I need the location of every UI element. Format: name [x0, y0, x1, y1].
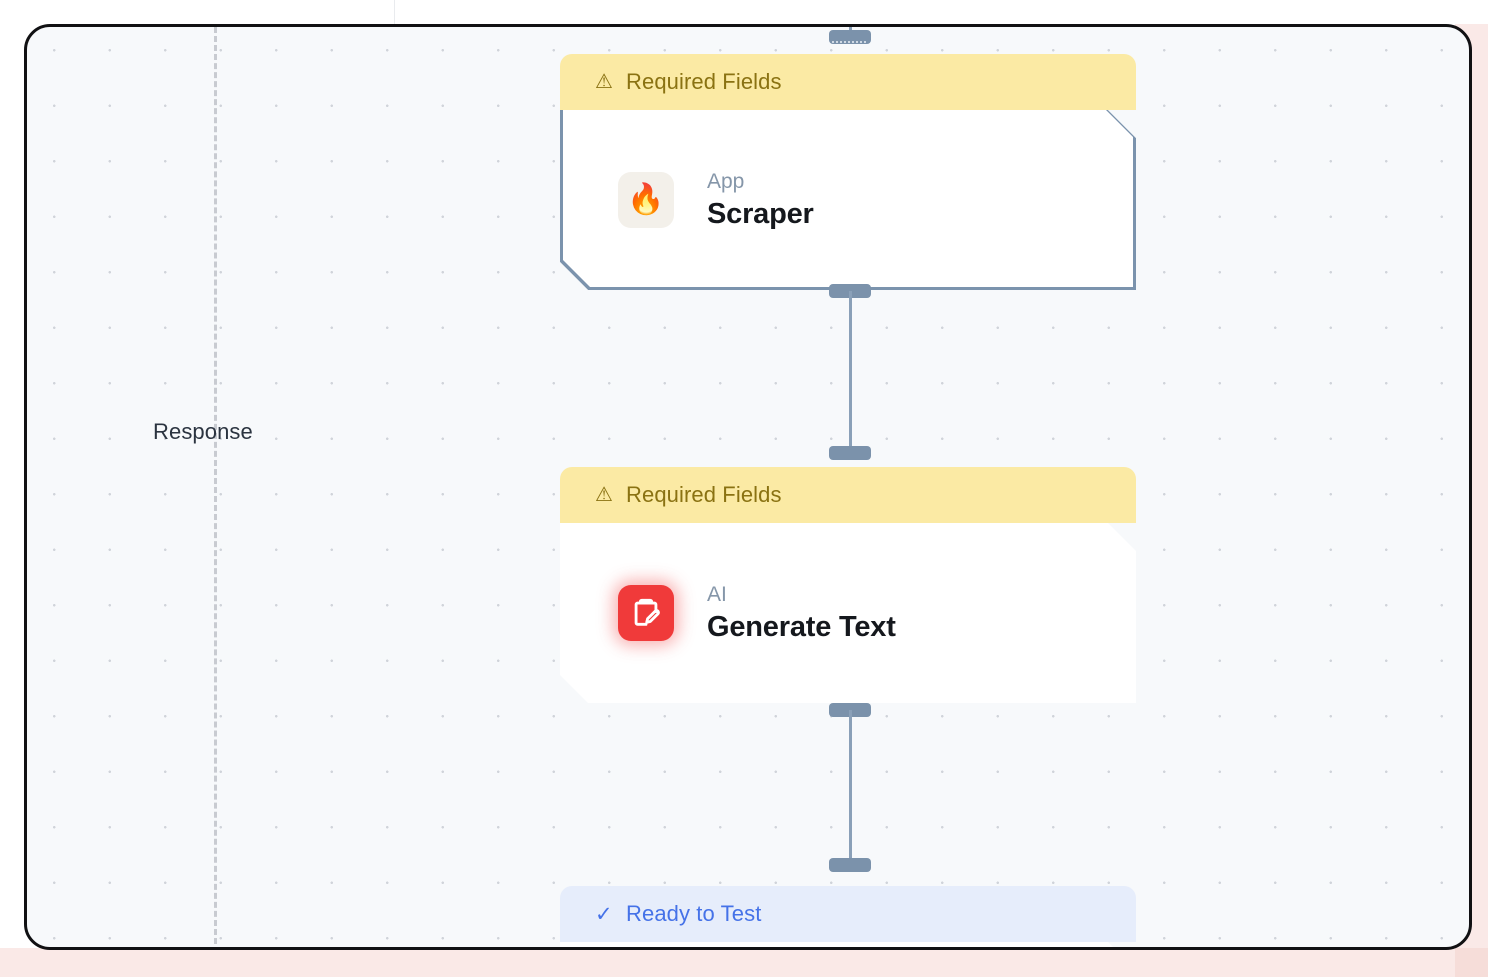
flow-canvas[interactable]: Response ⚠ Required Fields 🔥 App Scraper	[24, 24, 1472, 950]
handle-scraper-input[interactable]	[829, 30, 871, 44]
check-icon: ✓	[595, 902, 613, 926]
node-ready-to-test[interactable]: ✓ Ready to Test	[560, 886, 1136, 950]
lane-label-response: Response	[153, 419, 253, 444]
edge-generate-to-ready	[849, 710, 852, 865]
node-generate-card[interactable]: AI Generate Text	[560, 523, 1136, 703]
warning-triangle-icon: ⚠	[595, 71, 614, 93]
node-generate-kind: AI	[707, 582, 727, 606]
page-gutter-bottom	[0, 948, 1488, 977]
node-generate-text[interactable]: ⚠ Required Fields AI Gener	[560, 467, 1136, 703]
edge-scraper-to-generate	[849, 291, 852, 453]
node-scraper-status-label: Required Fields	[626, 69, 782, 94]
node-ready-status-banner: ✓ Ready to Test	[560, 886, 1136, 942]
node-generate-status-banner: ⚠ Required Fields	[560, 467, 1136, 523]
page-gutter-corner	[1455, 948, 1488, 977]
top-chrome-divider	[394, 0, 395, 24]
fire-icon: 🔥	[618, 172, 674, 228]
node-ready-status-label: Ready to Test	[626, 901, 762, 926]
node-generate-title: Generate Text	[707, 610, 896, 643]
lane-divider-dashed	[214, 27, 217, 947]
node-scraper-text: App Scraper	[707, 171, 814, 229]
node-generate-body: AI Generate Text	[560, 523, 1136, 703]
handle-ready-input[interactable]	[829, 858, 871, 872]
clipboard-pencil-icon	[618, 585, 674, 641]
node-generate-text-block: AI Generate Text	[707, 584, 896, 642]
node-scraper-status-banner: ⚠ Required Fields	[560, 54, 1136, 110]
node-scraper-kind: App	[707, 169, 745, 193]
node-scraper-card[interactable]: 🔥 App Scraper	[560, 110, 1136, 290]
node-generate-status-label: Required Fields	[626, 482, 782, 507]
node-scraper[interactable]: ⚠ Required Fields 🔥 App Scraper	[560, 54, 1136, 290]
node-scraper-title: Scraper	[707, 197, 814, 230]
node-ready-card[interactable]	[560, 942, 1136, 950]
warning-triangle-icon: ⚠	[595, 484, 614, 506]
top-chrome-strip	[0, 0, 1488, 24]
node-scraper-body: 🔥 App Scraper	[560, 110, 1136, 290]
handle-generate-input[interactable]	[829, 446, 871, 460]
